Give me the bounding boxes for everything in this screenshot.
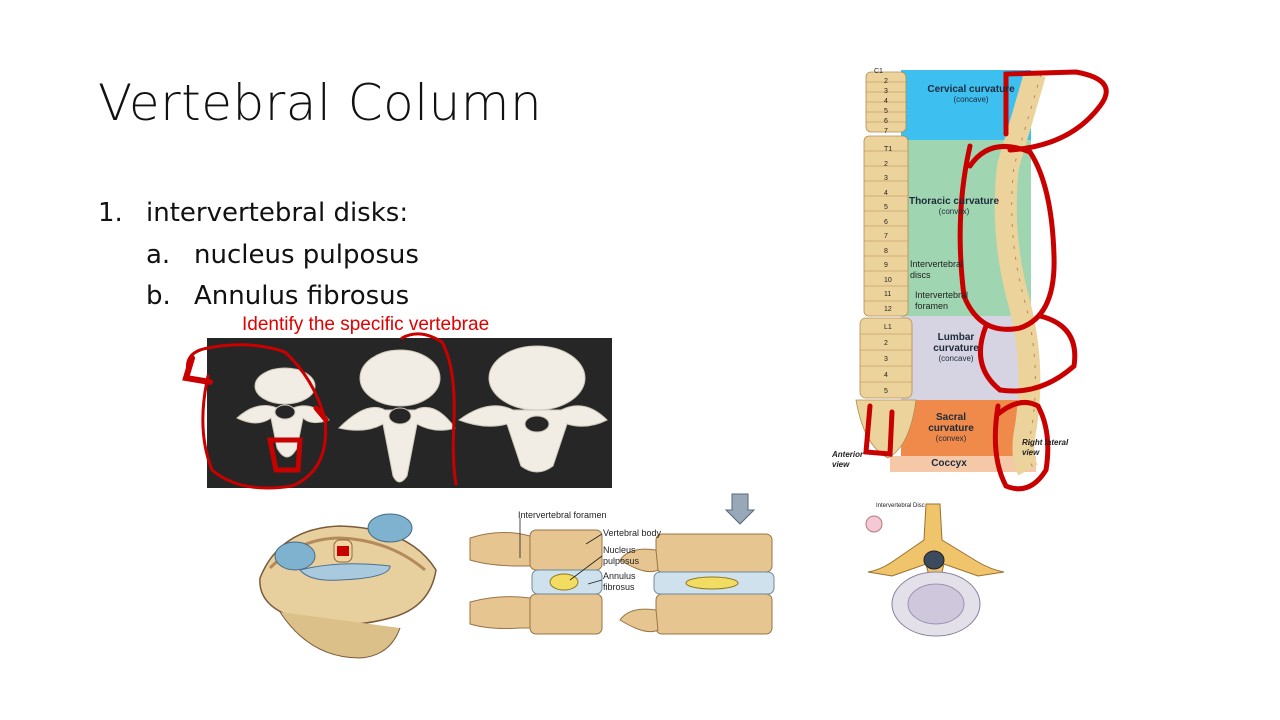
label-intervertebral-foramen-spine: Intervertebral foramen	[915, 290, 969, 311]
vertebra-number: 3	[884, 88, 888, 95]
label-right-lateral-view: Right lateral view	[1022, 438, 1069, 457]
vertebra-number: 3	[884, 356, 888, 363]
vertebra-number: 6	[884, 118, 888, 125]
vertebrae-photos	[236, 345, 608, 483]
region-coccyx-name: Coccyx	[931, 458, 967, 469]
vertebra-label-c1: C1	[874, 68, 883, 75]
list-marker: 1.	[98, 198, 123, 228]
vertebra-number: L1	[884, 324, 892, 331]
list-marker: b.	[146, 281, 171, 311]
region-lumbar: Lumbar curvature (concave)	[918, 332, 994, 363]
vertebra-number: 3	[884, 175, 888, 182]
label-intervertebral-disc-cross-section: Intervertebral Disc	[876, 503, 925, 509]
vertebra-number: 7	[884, 128, 888, 135]
vertebra-number: T1	[884, 146, 893, 153]
label-annulus-fibrosus: Annulus fibrosus	[603, 571, 636, 592]
list-item-intervertebral-disks: 1. intervertebral disks:	[98, 198, 408, 228]
spine-chart-graphic	[855, 69, 1109, 492]
slide-title: Vertebral Column	[98, 74, 543, 132]
label-anterior-view: Anterior view	[832, 450, 864, 469]
region-cervical-type: (concave)	[953, 95, 989, 104]
label-vertebral-body: Vertebral body	[603, 528, 662, 538]
vertebra-number: 4	[884, 189, 888, 197]
list-marker: a.	[146, 240, 171, 270]
vertebra-number: 2	[884, 340, 888, 347]
region-lumbar-type: (concave)	[938, 354, 974, 363]
region-thoracic: Thoracic curvature (convex)	[908, 196, 1000, 216]
label-intervertebral-foramen: Intervertebral foramen	[518, 510, 607, 520]
vertebra-number: 6	[884, 218, 888, 226]
region-thoracic-type: (convex)	[938, 207, 970, 216]
vertebrae-photo-panel	[207, 338, 612, 488]
vertebra-number: 4	[884, 372, 888, 379]
disc-cross-section-illustration	[865, 503, 1005, 637]
vertebra-number: 5	[884, 204, 888, 211]
region-sacral-name: Sacral curvature	[928, 412, 974, 434]
thoracic-vertebra-image	[338, 349, 456, 483]
list-text: Annulus fibrosus	[194, 281, 410, 311]
identify-prompt: Identify the specific vertebrae	[242, 314, 490, 335]
region-thoracic-name: Thoracic curvature	[908, 196, 1000, 207]
region-lumbar-name: Lumbar curvature	[933, 332, 979, 354]
label-intervertebral-discs: Intervertebral discs	[910, 259, 964, 280]
vertebra-number: 7	[884, 233, 888, 240]
vertebra-number: 9	[884, 262, 888, 269]
vertebra-number: 5	[884, 108, 888, 115]
label-nucleus-pulposus: Nucleus pulposus	[603, 545, 640, 566]
vertebra-number: 10	[884, 276, 892, 284]
region-sacral-type: (convex)	[935, 434, 967, 443]
disc-diagram-illustration	[469, 493, 775, 635]
spine-curvature-chart: C1 Cervical curvature (concave) Thoracic…	[830, 66, 1109, 492]
list-item-annulus-fibrosus: b. Annulus fibrosus	[146, 281, 409, 311]
region-cervical-name: Cervical curvature	[927, 84, 1015, 95]
vertebra-number: 5	[884, 388, 888, 395]
list-item-nucleus-pulposus: a. nucleus pulposus	[146, 240, 419, 270]
region-cervical: Cervical curvature (concave)	[906, 84, 1036, 104]
vertebra-number: 11	[884, 291, 892, 298]
list-text: intervertebral disks:	[146, 198, 409, 228]
list-text: nucleus pulposus	[194, 240, 419, 270]
region-sacral: Sacral curvature (convex)	[920, 412, 982, 443]
atlas-axis-illustration	[259, 513, 437, 659]
vertebra-number: 2	[884, 160, 888, 168]
vertebra-number: 8	[884, 247, 888, 255]
lumbar-vertebra-image	[457, 345, 608, 473]
vertebra-number: 12	[884, 305, 892, 313]
vertebra-number: 2	[884, 78, 888, 85]
vertebra-number: 4	[884, 98, 888, 105]
cervical-vertebra-image	[236, 367, 330, 458]
